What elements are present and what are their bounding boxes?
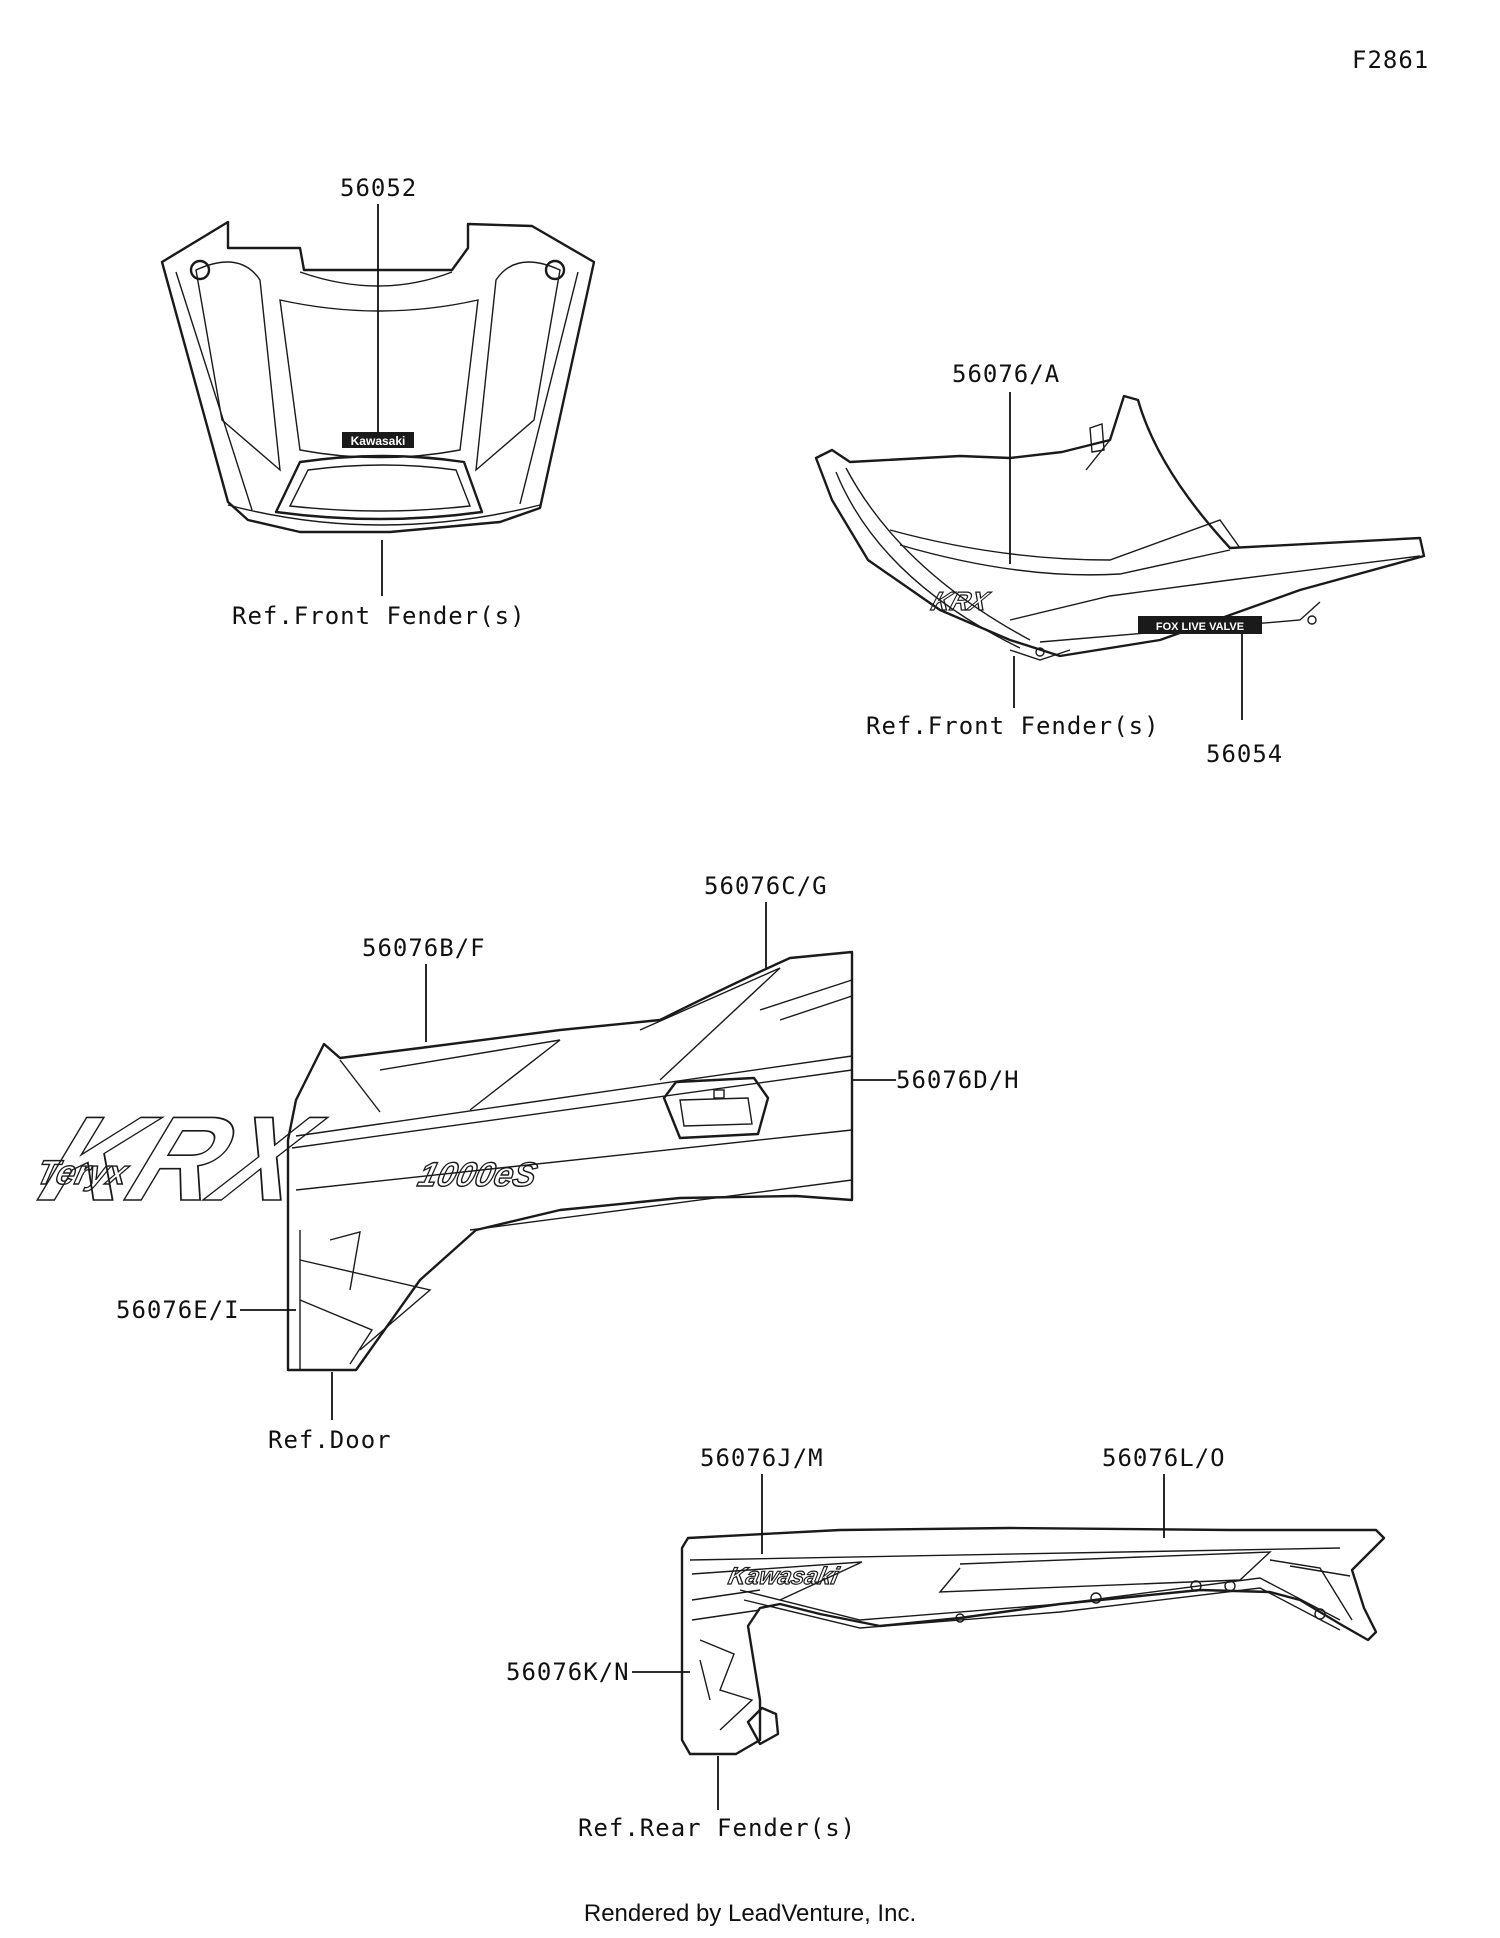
kawasaki-small-text: Kawasaki — [351, 434, 406, 448]
teryx-logo: Teryx — [33, 1154, 134, 1191]
callout-56076j-m: 56076J/M — [700, 1444, 824, 1472]
callout-56076b-f: 56076B/F — [362, 934, 486, 962]
door-panel-illustration — [286, 950, 854, 1372]
krx-logo-large: KRX — [25, 1092, 339, 1226]
callout-56076-a: 56076/A — [952, 360, 1060, 388]
render-credit: Rendered by LeadVenture, Inc. — [583, 1900, 917, 1927]
callout-56054: 56054 — [1206, 740, 1283, 768]
figure-code: F2861 — [1352, 46, 1429, 74]
kawasaki-badge-small: Kawasaki — [342, 432, 414, 448]
callout-56052: 56052 — [340, 174, 417, 202]
fox-live-valve-text: FOX LIVE VALVE — [1156, 621, 1244, 633]
callout-ref-door: Ref.Door — [268, 1426, 392, 1454]
rear-fender-illustration — [680, 1526, 1386, 1756]
callout-56076e-i: 56076E/I — [116, 1296, 240, 1324]
callout-ref-rear-fender: Ref.Rear Fender(s) — [578, 1814, 856, 1842]
callout-56076d-h: 56076D/H — [896, 1066, 1020, 1094]
krx-logo-small: KRX — [928, 587, 995, 616]
model-1000es-logo: 1000eS — [414, 1156, 541, 1193]
kawasaki-large-text: Kawasaki — [726, 1563, 842, 1590]
front-fender-illustration — [814, 394, 1426, 661]
callout-56076k-n: 56076K/N — [506, 1658, 630, 1686]
callout-ref-front-fender-2: Ref.Front Fender(s) — [866, 712, 1160, 740]
fox-live-valve-decal: FOX LIVE VALVE — [1138, 616, 1262, 634]
callout-ref-front-fender-1: Ref.Front Fender(s) — [232, 602, 526, 630]
callout-56076l-o: 56076L/O — [1102, 1444, 1226, 1472]
callout-56076c-g: 56076C/G — [704, 872, 828, 900]
